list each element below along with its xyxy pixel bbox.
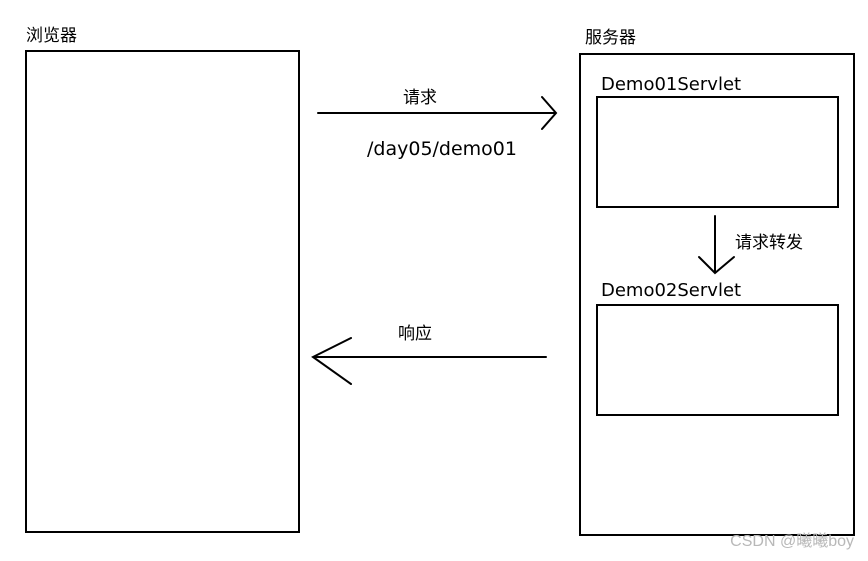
servlet2-box	[596, 304, 839, 416]
response-arrow	[311, 337, 547, 385]
browser-label: 浏览器	[26, 26, 77, 46]
request-label: 请求	[403, 88, 437, 108]
servlet1-label: Demo01Servlet	[601, 74, 742, 95]
forward-label: 请求转发	[735, 233, 803, 253]
request-path-label: /day05/demo01	[367, 138, 517, 160]
watermark-text: CSDN @曦曦boy	[730, 533, 854, 550]
servlet2-label: Demo02Servlet	[601, 280, 742, 301]
request-arrow	[317, 96, 558, 130]
browser-box	[25, 50, 300, 533]
server-label: 服务器	[585, 28, 636, 48]
forward-arrow	[698, 215, 735, 275]
response-label: 响应	[398, 324, 432, 344]
servlet1-box	[596, 96, 839, 208]
